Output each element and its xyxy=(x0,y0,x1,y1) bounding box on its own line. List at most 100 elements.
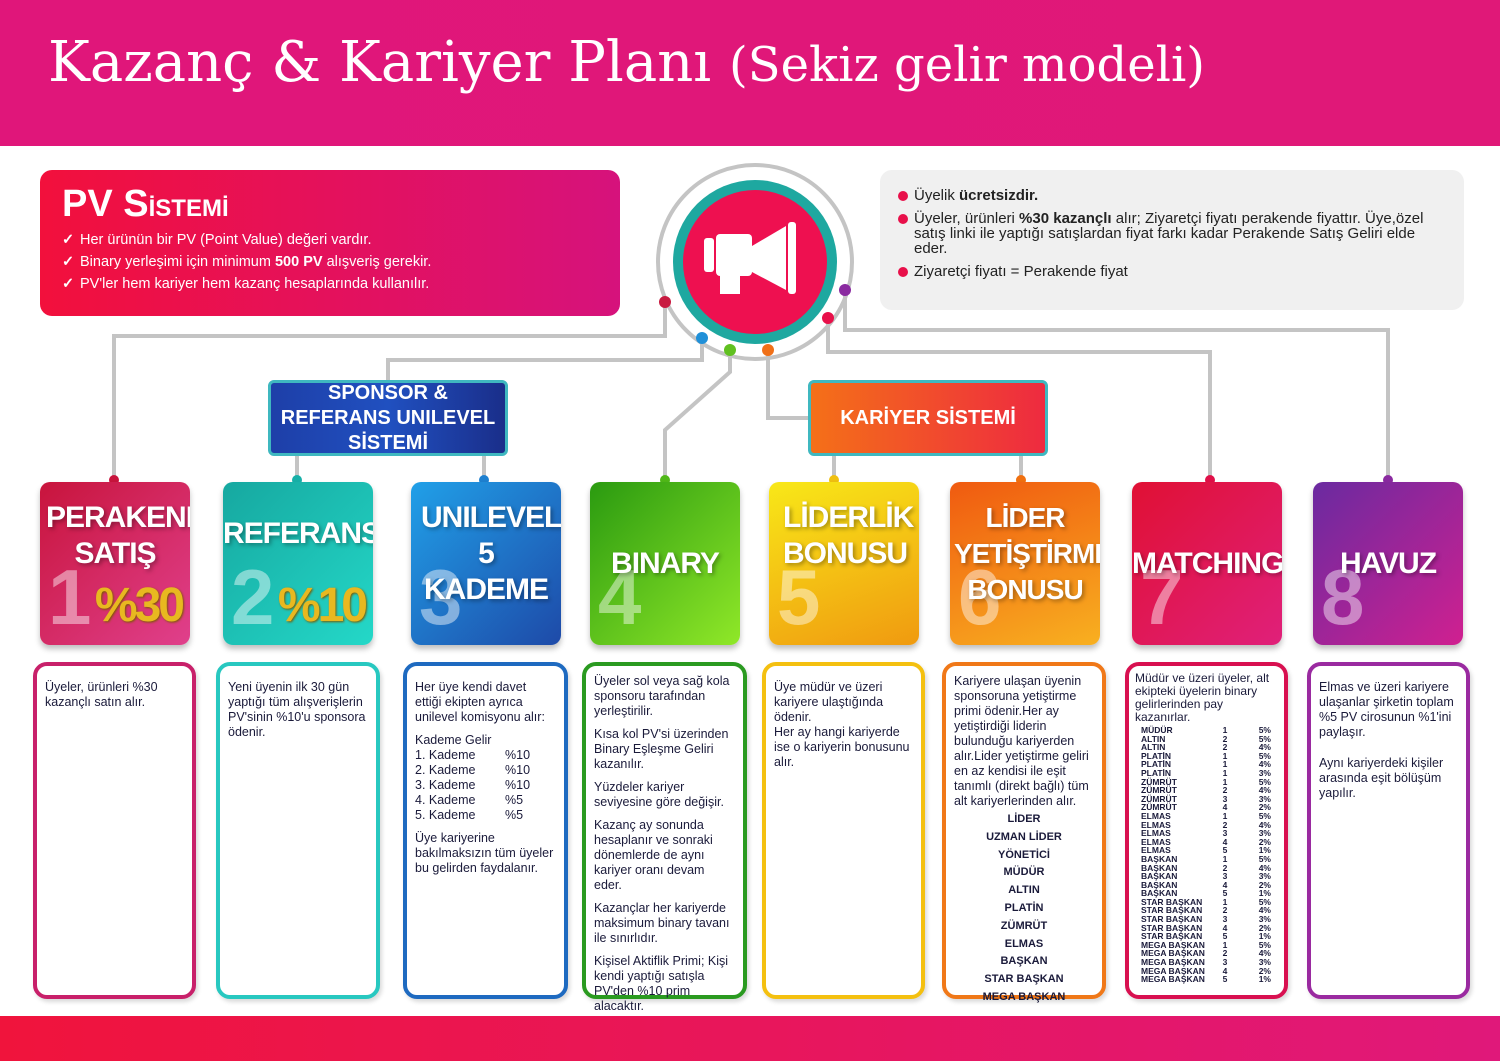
card-liderlik: Üye müdür ve üzeri kariyere ulaştığında … xyxy=(762,662,925,999)
table-cell: 3 xyxy=(1222,914,1228,925)
table-cell: BAŞKAN xyxy=(1141,888,1178,899)
title-main: Kazanç & Kariyer Planı xyxy=(48,30,712,95)
table-cell: 3 xyxy=(1222,957,1228,968)
info-item: Üyeler, ürünleri %30 kazançlı alır; Ziya… xyxy=(898,211,1446,256)
table-cell: ELMAS xyxy=(1141,845,1171,856)
kademe-row: 2. Kademe%10 xyxy=(415,763,531,777)
table-cell: STAR BAŞKAN xyxy=(1141,905,1203,916)
table-cell: 4% xyxy=(1258,742,1271,753)
card-unilevel: Her üye kendi davet ettiği ekipten ayrıc… xyxy=(403,662,568,999)
tile-perakende: 1PERAKENDE SATIŞ%30 xyxy=(40,482,190,645)
table-cell: 5% xyxy=(1258,733,1271,744)
kademe-row: 4. Kademe%5 xyxy=(415,793,524,807)
check-icon: ✓ xyxy=(62,254,75,270)
info-item: Ziyaretçi fiyatı = Perakende fiyat xyxy=(898,264,1446,279)
table-cell: 5% xyxy=(1258,896,1271,907)
table-cell: 2 xyxy=(1222,733,1228,744)
rank-item: LİDER xyxy=(1007,813,1041,825)
kademe-row: 1. Kademe%10 xyxy=(415,748,531,762)
table-cell: 4% xyxy=(1258,862,1271,873)
header-banner xyxy=(0,0,1500,146)
table-cell: 4% xyxy=(1258,819,1271,830)
check-icon: ✓ xyxy=(62,232,75,248)
table-cell: 5% xyxy=(1258,750,1271,761)
table-cell: 1 xyxy=(1222,896,1228,907)
table-cell: 3% xyxy=(1258,914,1271,925)
table-cell: 1 xyxy=(1222,939,1228,950)
table-cell: 4% xyxy=(1258,759,1271,770)
table-cell: 3% xyxy=(1258,871,1271,882)
table-cell: 2 xyxy=(1222,948,1228,959)
table-cell: 3 xyxy=(1222,828,1228,839)
table-cell: 5% xyxy=(1258,939,1271,950)
info-item: Üyelik ücretsizdir. xyxy=(898,188,1446,203)
rank-item: STAR BAŞKAN xyxy=(984,973,1064,986)
table-cell: MEGA BAŞKAN xyxy=(1141,965,1205,976)
table-cell: BAŞKAN xyxy=(1141,853,1178,864)
table-cell: 1 xyxy=(1222,853,1228,864)
table-row: MEGA BAŞKAN 2 4% xyxy=(1141,949,1278,958)
table-cell: 2% xyxy=(1258,802,1271,813)
table-cell: ELMAS xyxy=(1141,836,1171,847)
table-row: ELMAS 5 1% xyxy=(1141,846,1278,855)
table-cell: 5 xyxy=(1222,888,1228,899)
table-cell: BAŞKAN xyxy=(1141,879,1178,890)
rank-item: PLATİN xyxy=(1004,901,1044,914)
table-cell: ELMAS xyxy=(1141,810,1171,821)
kademe-row: 3. Kademe%10 xyxy=(415,778,531,792)
check-icon: ✓ xyxy=(62,276,75,292)
card-referans: Yeni üyenin ilk 30 gün yaptığı tüm alışv… xyxy=(216,662,380,999)
table-cell: ALTIN xyxy=(1141,733,1166,744)
rank-item: ALTIN xyxy=(1008,884,1040,897)
rank-item: ELMAS xyxy=(1004,937,1044,950)
pv-item: ✓Binary yerleşimi için minimum 500 PV al… xyxy=(62,251,598,273)
table-cell: ALTIN xyxy=(1141,742,1166,753)
table-cell: PLATİN xyxy=(1141,759,1172,770)
page-title: Kazanç & Kariyer Planı (Sekiz gelir mode… xyxy=(48,30,1205,95)
rank-item: ZÜMRÜT xyxy=(1000,919,1048,932)
table-cell: 1% xyxy=(1258,845,1271,856)
table-cell: 5 xyxy=(1222,845,1228,856)
pv-item: ✓Her ürünün bir PV (Point Value) değeri … xyxy=(62,229,598,251)
info-box: Üyelik ücretsizdir. Üyeler, ürünleri %30… xyxy=(880,170,1464,310)
table-cell: BAŞKAN xyxy=(1141,871,1178,882)
table-cell: MEGA BAŞKAN xyxy=(1141,948,1205,959)
footer-band xyxy=(0,1016,1500,1061)
table-cell: 4 xyxy=(1222,879,1228,890)
table-cell: PLATİN xyxy=(1141,767,1172,778)
kademe-row: 5. Kademe%5 xyxy=(415,808,524,822)
pv-system-box: PV SİSTEMİ ✓Her ürünün bir PV (Point Val… xyxy=(40,170,620,316)
table-cell: 4 xyxy=(1222,836,1228,847)
table-cell: 1 xyxy=(1222,776,1228,787)
kademe-header: Kademe Gelir xyxy=(415,733,492,747)
table-cell: ELMAS xyxy=(1141,819,1171,830)
table-cell: 4% xyxy=(1258,948,1271,959)
table-cell: 3% xyxy=(1258,828,1271,839)
table-cell: MÜDÜR xyxy=(1141,725,1173,735)
table-cell: 4% xyxy=(1258,785,1271,796)
rank-item: BAŞKAN xyxy=(1000,955,1048,968)
